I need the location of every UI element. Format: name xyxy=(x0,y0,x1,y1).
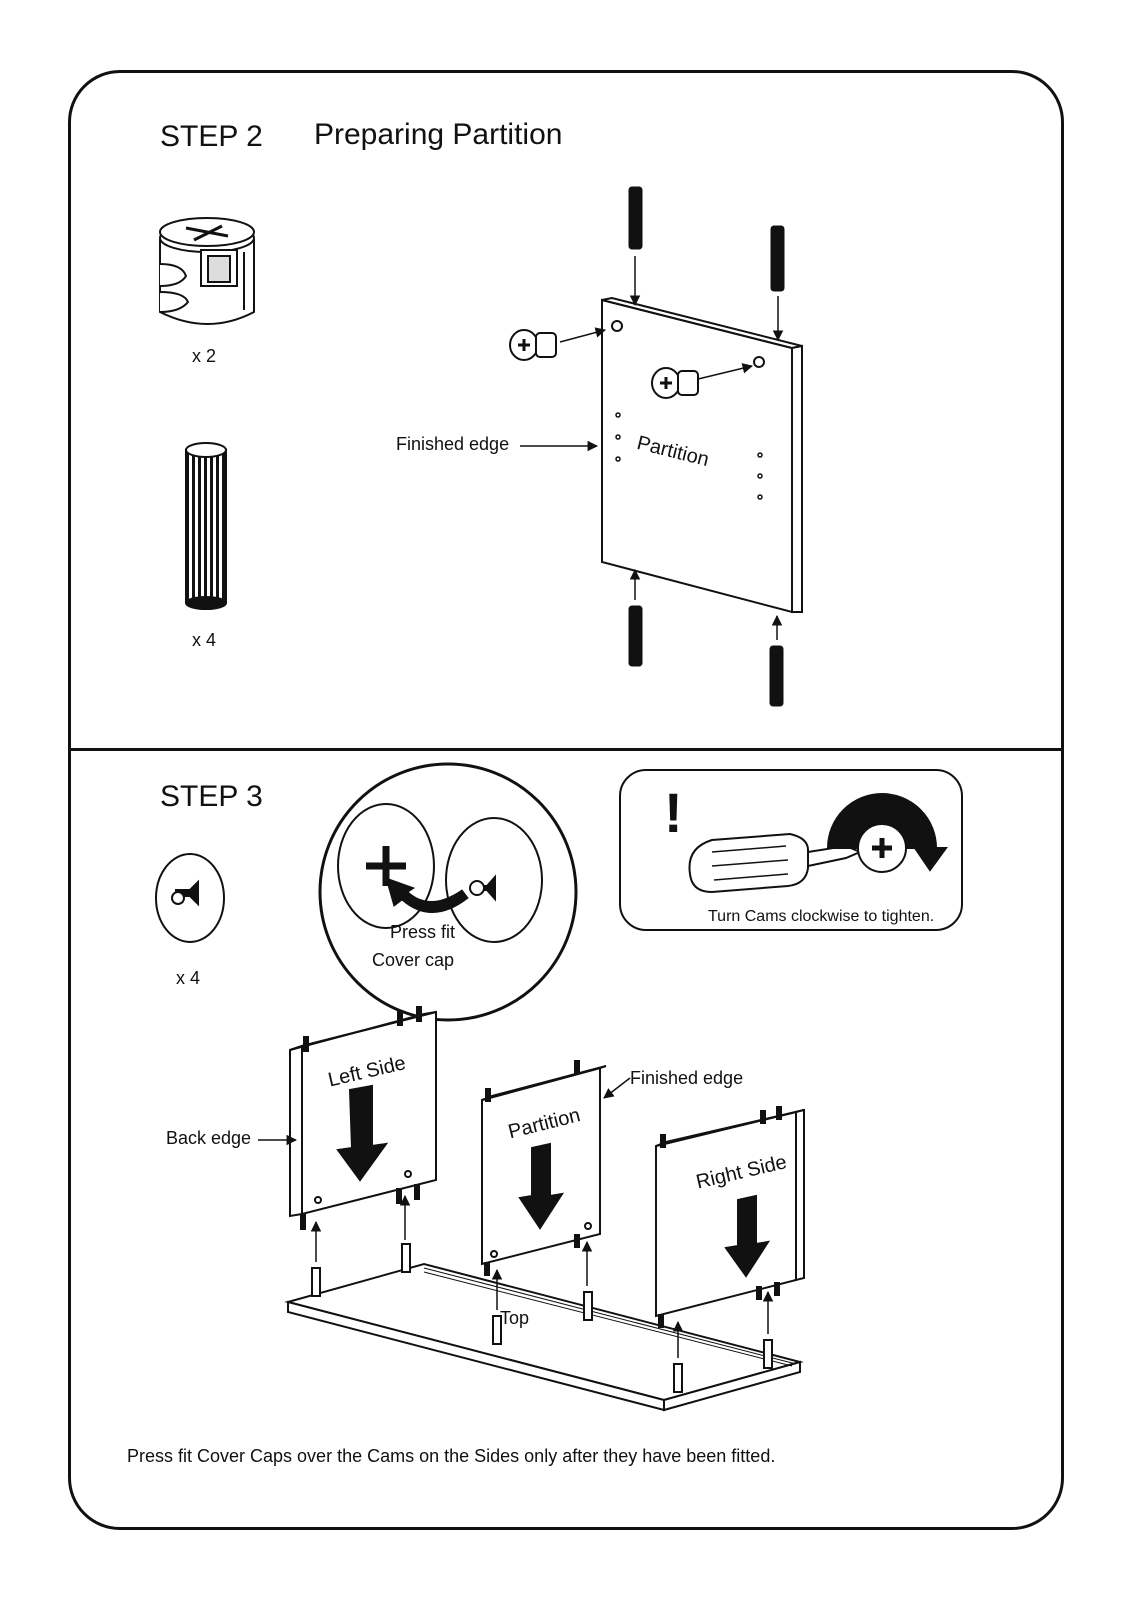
dowel-icon xyxy=(185,442,227,610)
top-panel-label: Top xyxy=(500,1308,530,1328)
screwdriver-icon xyxy=(688,832,863,894)
cover-cap-icon xyxy=(155,853,225,943)
partition-panel-step3 xyxy=(481,1065,607,1266)
footer-note: Press fit Cover Caps over the Cams on th… xyxy=(127,1446,776,1466)
press-fit-detail-circle xyxy=(318,762,578,1022)
cam-quantity: x 2 xyxy=(192,346,217,366)
step2-title: Preparing Partition xyxy=(314,118,563,151)
dowel-quantity: x 4 xyxy=(192,630,217,650)
finished-edge-callout-step3: Finished edge xyxy=(630,1068,744,1088)
cam-fitting-icon xyxy=(159,217,255,325)
step2-label: STEP 2 xyxy=(160,120,263,153)
cam-bolts-step3 xyxy=(311,1243,773,1393)
finished-edge-callout-step2: Finished edge xyxy=(396,434,510,454)
partition-panel-step2 xyxy=(601,296,803,614)
press-fit-label-line2: Cover cap xyxy=(372,950,455,970)
top-panel xyxy=(284,1262,804,1412)
warning-text: Turn Cams clockwise to tighten. xyxy=(708,908,935,925)
dowels-step2 xyxy=(628,186,785,707)
back-edge-callout: Back edge xyxy=(166,1128,252,1148)
cover-cap-quantity: x 4 xyxy=(176,968,201,988)
step-divider xyxy=(69,748,1063,751)
insert-arrows-step2 xyxy=(520,256,784,640)
cam-icons-step2 xyxy=(509,329,699,399)
cam-rotation-indicator xyxy=(826,793,948,873)
warning-mark: ! xyxy=(664,781,683,844)
step3-label: STEP 3 xyxy=(160,780,263,813)
page-frame xyxy=(68,70,1064,1530)
press-fit-label-line1: Press fit xyxy=(390,922,456,942)
dowels-step3 xyxy=(300,1006,782,1328)
right-side-panel xyxy=(655,1108,805,1318)
insert-arrows-step3 xyxy=(258,1077,774,1358)
